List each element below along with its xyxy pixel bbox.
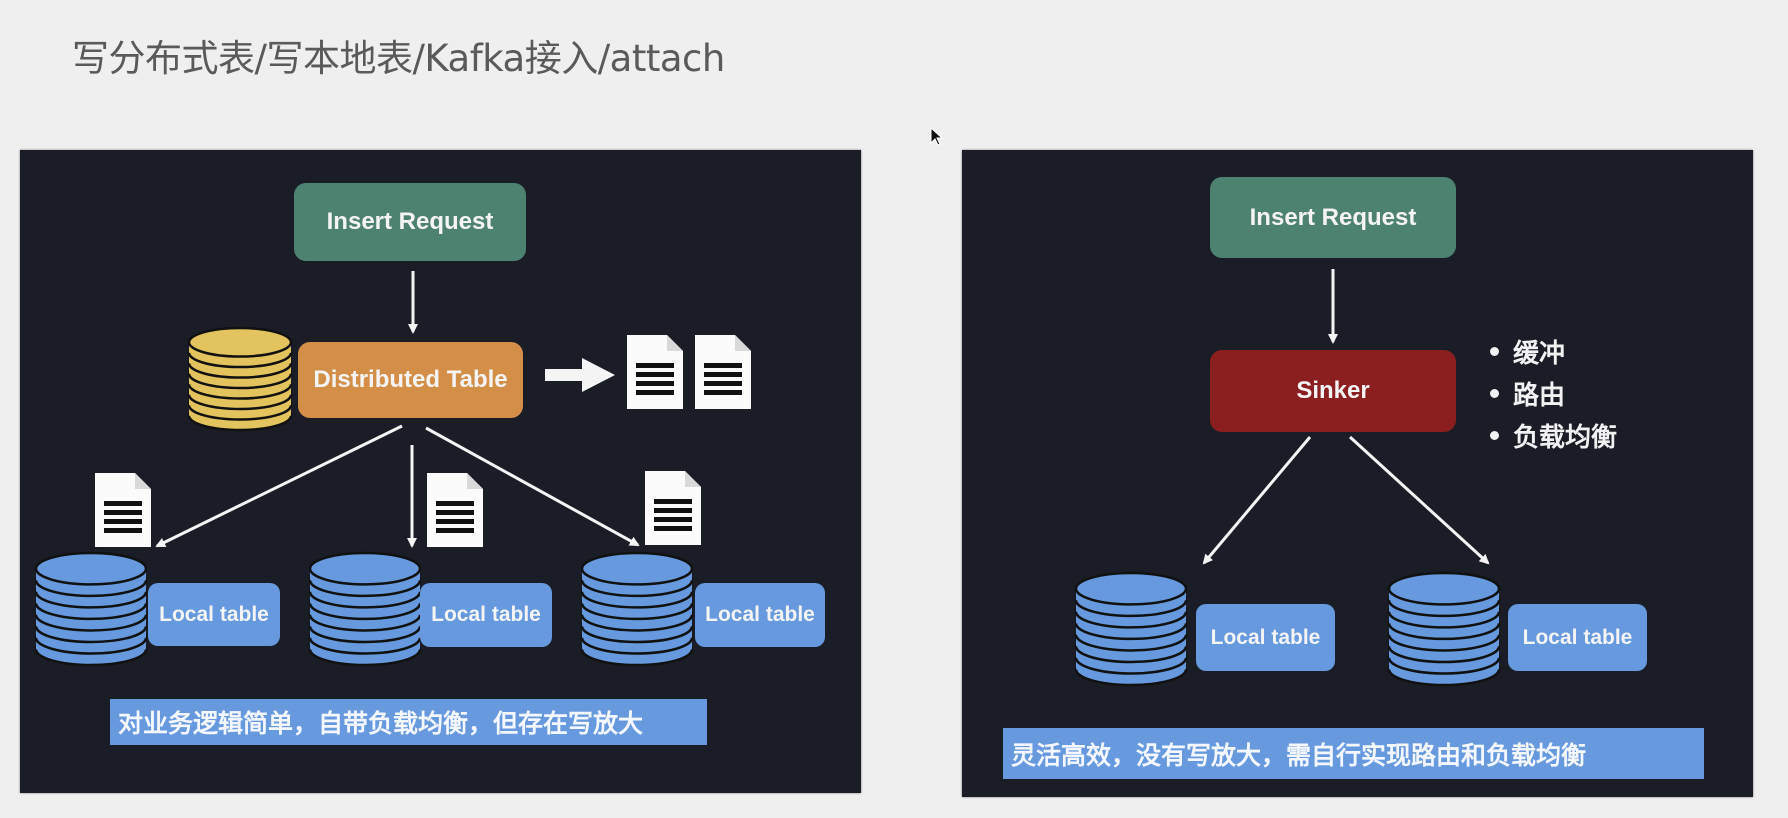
bullet-icon — [1490, 430, 1499, 440]
database-icon — [187, 326, 293, 432]
arrow-to-local-1 — [155, 424, 403, 548]
distributed-table-box: Distributed Table — [298, 342, 523, 418]
insert-request-box: Insert Request — [1210, 177, 1456, 258]
sinker-feature-list: 缓冲 路由 负载均衡 — [1490, 330, 1617, 456]
local-table-box: Local table — [420, 583, 552, 647]
feature-label: 缓冲 — [1513, 338, 1566, 369]
database-icon — [34, 551, 148, 667]
document-icon — [695, 335, 751, 409]
arrow-right-icon — [545, 358, 615, 392]
document-icon — [95, 473, 151, 547]
feature-item: 负载均衡 — [1490, 414, 1617, 456]
left-caption: 对业务逻辑简单，自带负载均衡，但存在写放大 — [110, 699, 707, 745]
sinker-write-diagram: Insert Request Sinker 缓冲 路由 负载均衡 Local t… — [962, 150, 1753, 797]
distributed-table-write-diagram: Insert Request Distributed Table Local t… — [20, 150, 861, 793]
feature-label: 负载均衡 — [1513, 422, 1618, 453]
bullet-icon — [1490, 388, 1499, 398]
slide-title: 写分布式表/写本地表/Kafka接入/attach — [72, 37, 725, 80]
local-table-box: Local table — [695, 583, 825, 647]
local-table-box: Local table — [1508, 604, 1647, 671]
right-diagram-graphics — [1074, 269, 1501, 687]
feature-label: 路由 — [1513, 380, 1566, 411]
mouse-cursor-icon — [930, 127, 944, 146]
left-diagram-graphics — [34, 271, 751, 667]
feature-item: 路由 — [1490, 372, 1617, 414]
arrow-to-local-1 — [1202, 436, 1312, 565]
arrow-to-local-3 — [425, 426, 640, 547]
database-icon — [580, 551, 694, 667]
feature-item: 缓冲 — [1490, 330, 1617, 372]
insert-request-box: Insert Request — [294, 183, 526, 261]
database-icon — [308, 551, 422, 667]
right-caption: 灵活高效，没有写放大，需自行实现路由和负载均衡 — [1003, 728, 1704, 779]
document-icon — [427, 473, 483, 547]
bullet-icon — [1490, 346, 1499, 356]
sinker-box: Sinker — [1210, 350, 1456, 432]
document-icon — [627, 335, 683, 409]
arrow-to-local-2 — [1348, 435, 1490, 565]
document-icon — [645, 471, 701, 545]
database-icon — [1387, 571, 1501, 687]
local-table-box: Local table — [1196, 604, 1335, 671]
database-icon — [1074, 571, 1188, 687]
local-table-box: Local table — [148, 583, 280, 646]
